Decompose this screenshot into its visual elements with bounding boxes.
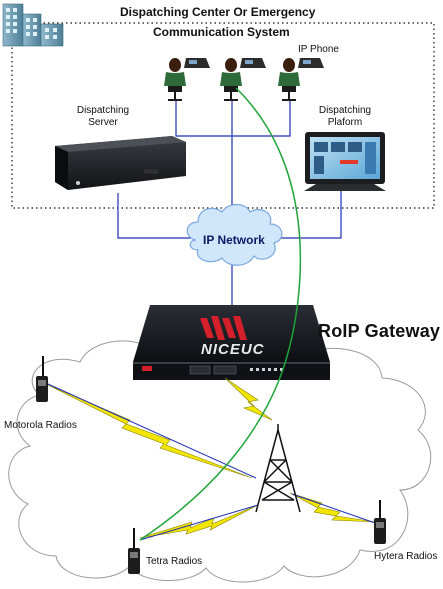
green-roip-link — [139, 87, 302, 541]
dispatching-platform-icon — [304, 132, 386, 191]
tower-links — [47, 383, 379, 541]
gateway-label: RoIP Gateway — [318, 321, 441, 341]
server-label-line2: Server — [88, 116, 118, 128]
ip-phone-operator-1-icon — [164, 58, 210, 101]
hytera-label: Hytera Radios — [374, 551, 438, 562]
dispatch-center-boundary — [11, 22, 435, 209]
radio-tower-icon — [255, 424, 301, 513]
hytera-radio-icon — [374, 500, 386, 544]
server-label: Dispatching Server — [68, 105, 138, 128]
lightning-motorola-tower — [47, 384, 253, 479]
title-line2: Communication System — [153, 25, 290, 39]
gateway-brand: NICEUC — [201, 341, 265, 358]
platform-label: Dispatching Plaform — [305, 105, 385, 128]
tetra-label: Tetra Radios — [146, 556, 203, 567]
motorola-label: Motorola Radios — [4, 420, 77, 431]
server-label-line1: Dispatching — [76, 105, 130, 116]
building-icon — [2, 3, 64, 47]
dispatching-server-icon — [55, 136, 186, 190]
tetra-radio-icon — [128, 528, 140, 574]
network-label: IP Network — [203, 233, 265, 247]
platform-label-line2: Plaform — [327, 116, 363, 128]
platform-label-line1: Dispatching — [318, 105, 372, 116]
ip-phone-label: IP Phone — [298, 44, 339, 55]
ip-phone-operator-3-icon — [278, 58, 324, 101]
internal-network-lines — [117, 100, 342, 310]
motorola-radio-icon — [36, 356, 48, 402]
ip-phone-operator-2-icon — [220, 58, 266, 101]
ip-network-cloud-icon — [186, 203, 283, 266]
lightning-gateway-tower — [224, 377, 273, 421]
title-line1: Dispatching Center Or Emergency — [120, 5, 316, 19]
